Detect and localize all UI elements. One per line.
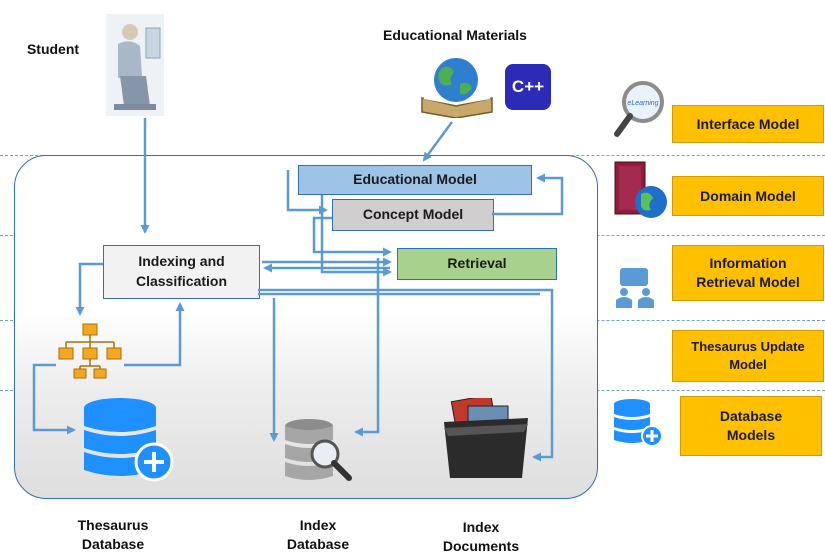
index-docs-line1: Index [462, 519, 500, 535]
index-documents-icon [444, 398, 528, 478]
cpp-icon: C++ [505, 64, 551, 110]
cpp-badge-text: C++ [511, 77, 545, 96]
db-models-line2: Models [726, 427, 776, 443]
globe-book-icon [421, 58, 493, 118]
interface-model-label: Interface Model [672, 105, 824, 143]
index-db-line2: Database [286, 535, 350, 552]
arrow-concept-to-retrieval [312, 216, 392, 257]
index-database-icon [285, 419, 352, 481]
thesaurus-database-label: Thesaurus Database [58, 516, 168, 554]
db-models-line1: Database [719, 408, 783, 425]
thesaurus-db-line2: Database [81, 535, 145, 552]
magnifier-icon: eLearning [614, 81, 664, 137]
indexing-label-line2: Classification [135, 273, 228, 289]
information-retrieval-model-label: Information Retrieval Model [672, 245, 824, 301]
magnifier-icon-text: eLearning [627, 100, 658, 107]
database-plus-icon [614, 399, 663, 447]
arrow-materials-educational [422, 121, 454, 162]
ir-model-line1: Information [709, 255, 787, 272]
thesaurus-update-line2: Model [729, 357, 767, 372]
arrow-educational-to-retrieval [320, 195, 392, 277]
thesaurus-update-model-label: Thesaurus Update Model [672, 330, 824, 382]
arrow-indexing-to-documents [258, 288, 554, 462]
student-label: Student [26, 41, 80, 57]
student-icon [106, 14, 164, 116]
domain-model-label: Domain Model [672, 176, 824, 216]
arrow-concept-to-educational [492, 173, 564, 216]
thesaurus-database-icon [84, 398, 174, 482]
arrow-educational-to-concept [286, 170, 328, 215]
arrow-retrieval-to-index-db [354, 258, 380, 437]
arrow-hierarchy-to-thesaurus [32, 363, 76, 435]
arrow-indexing-to-hierarchy [75, 262, 103, 316]
index-docs-line2: Documents [442, 537, 520, 554]
indexing-label-line1: Indexing and [138, 253, 225, 270]
educational-model-box[interactable]: Educational Model [298, 165, 532, 195]
index-documents-label: Index Documents [426, 518, 536, 556]
thesaurus-db-line1: Thesaurus [77, 517, 149, 533]
ir-model-line2: Retrieval Model [696, 274, 800, 290]
educational-materials-label: Educational Materials [383, 27, 527, 43]
domain-book-globe-icon [614, 161, 667, 218]
index-database-label: Index Database [268, 516, 368, 554]
concept-model-box[interactable]: Concept Model [332, 199, 494, 231]
indexing-classification-box[interactable]: Indexing and Classification [103, 245, 260, 299]
retrieval-box[interactable]: Retrieval [397, 248, 557, 280]
hierarchy-icon [58, 323, 122, 379]
database-models-label: Database Models [680, 396, 822, 456]
people-network-icon [616, 268, 654, 308]
index-db-line1: Index [299, 517, 337, 533]
arrow-hierarchy-to-indexing [124, 302, 185, 367]
thesaurus-update-line1: Thesaurus Update [691, 339, 805, 355]
